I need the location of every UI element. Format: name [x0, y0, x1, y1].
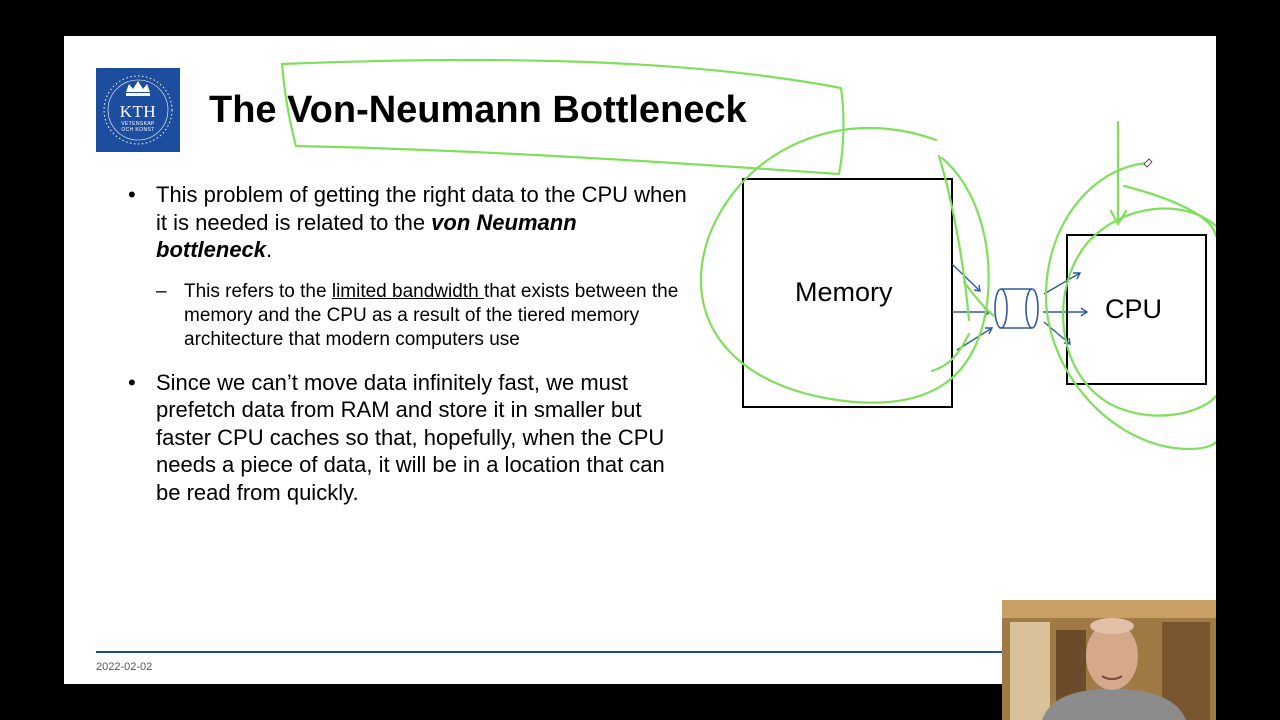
slide: KTH VETENSKAP OCH KONST The Von-Neumann …	[64, 36, 1216, 684]
bullet-text: Since we can’t move data infinitely fast…	[156, 369, 665, 505]
logo-motto-line2: OCH KONST	[121, 127, 155, 133]
logo-name: KTH	[119, 102, 157, 121]
cpu-box	[1066, 234, 1207, 385]
underlined-text: limited bandwidth	[331, 280, 484, 302]
footer-date: 2022-02-02	[96, 661, 153, 673]
presenter-video-icon	[1002, 600, 1216, 720]
sub-bullet-item: – This refers to the limited bandwidth t…	[128, 280, 688, 352]
bullet-item: • Since we can’t move data infinitely fa…	[128, 369, 688, 507]
pen-cursor-icon	[1143, 158, 1153, 168]
bus-highlight-stroke	[930, 154, 996, 373]
bullet-list: • This problem of getting the right data…	[128, 181, 688, 506]
bullet-icon: •	[128, 369, 136, 395]
footer-rule	[96, 651, 1204, 653]
emphasis-text: von Neumann bottleneck	[156, 209, 577, 263]
memory-box	[742, 178, 953, 408]
bullet-item: • This problem of getting the right data…	[128, 181, 688, 264]
memory-circle-stroke	[699, 126, 990, 404]
memory-label: Memory	[795, 277, 893, 307]
cpu-circle-stroke	[1044, 120, 1216, 450]
presenter-webcam	[1002, 600, 1216, 720]
diagram-overlay	[280, 58, 1216, 450]
bullet-text-end: .	[266, 237, 273, 262]
crown-emblem-icon	[103, 75, 173, 145]
cpu-circle-inner-stroke	[1062, 207, 1216, 417]
bus-cylinder-icon	[994, 288, 1039, 329]
dash-icon: –	[156, 280, 167, 302]
sub-bullet-text-end: that exists between the memory and the C…	[184, 280, 679, 350]
bus-arrows	[951, 263, 1089, 351]
title-highlight-stroke	[280, 58, 845, 176]
green-ink-annotations	[280, 58, 1216, 450]
logo-motto-line1: VETENSKAP	[121, 121, 155, 127]
bullet-text: This problem of getting the right data t…	[156, 182, 687, 235]
kth-logo: KTH VETENSKAP OCH KONST	[96, 68, 180, 152]
bullet-icon: •	[128, 182, 136, 207]
slide-title: The Von-Neumann Bottleneck	[209, 89, 747, 131]
sub-bullet-text: This refers to the	[184, 280, 332, 302]
cpu-label: CPU	[1105, 294, 1163, 324]
